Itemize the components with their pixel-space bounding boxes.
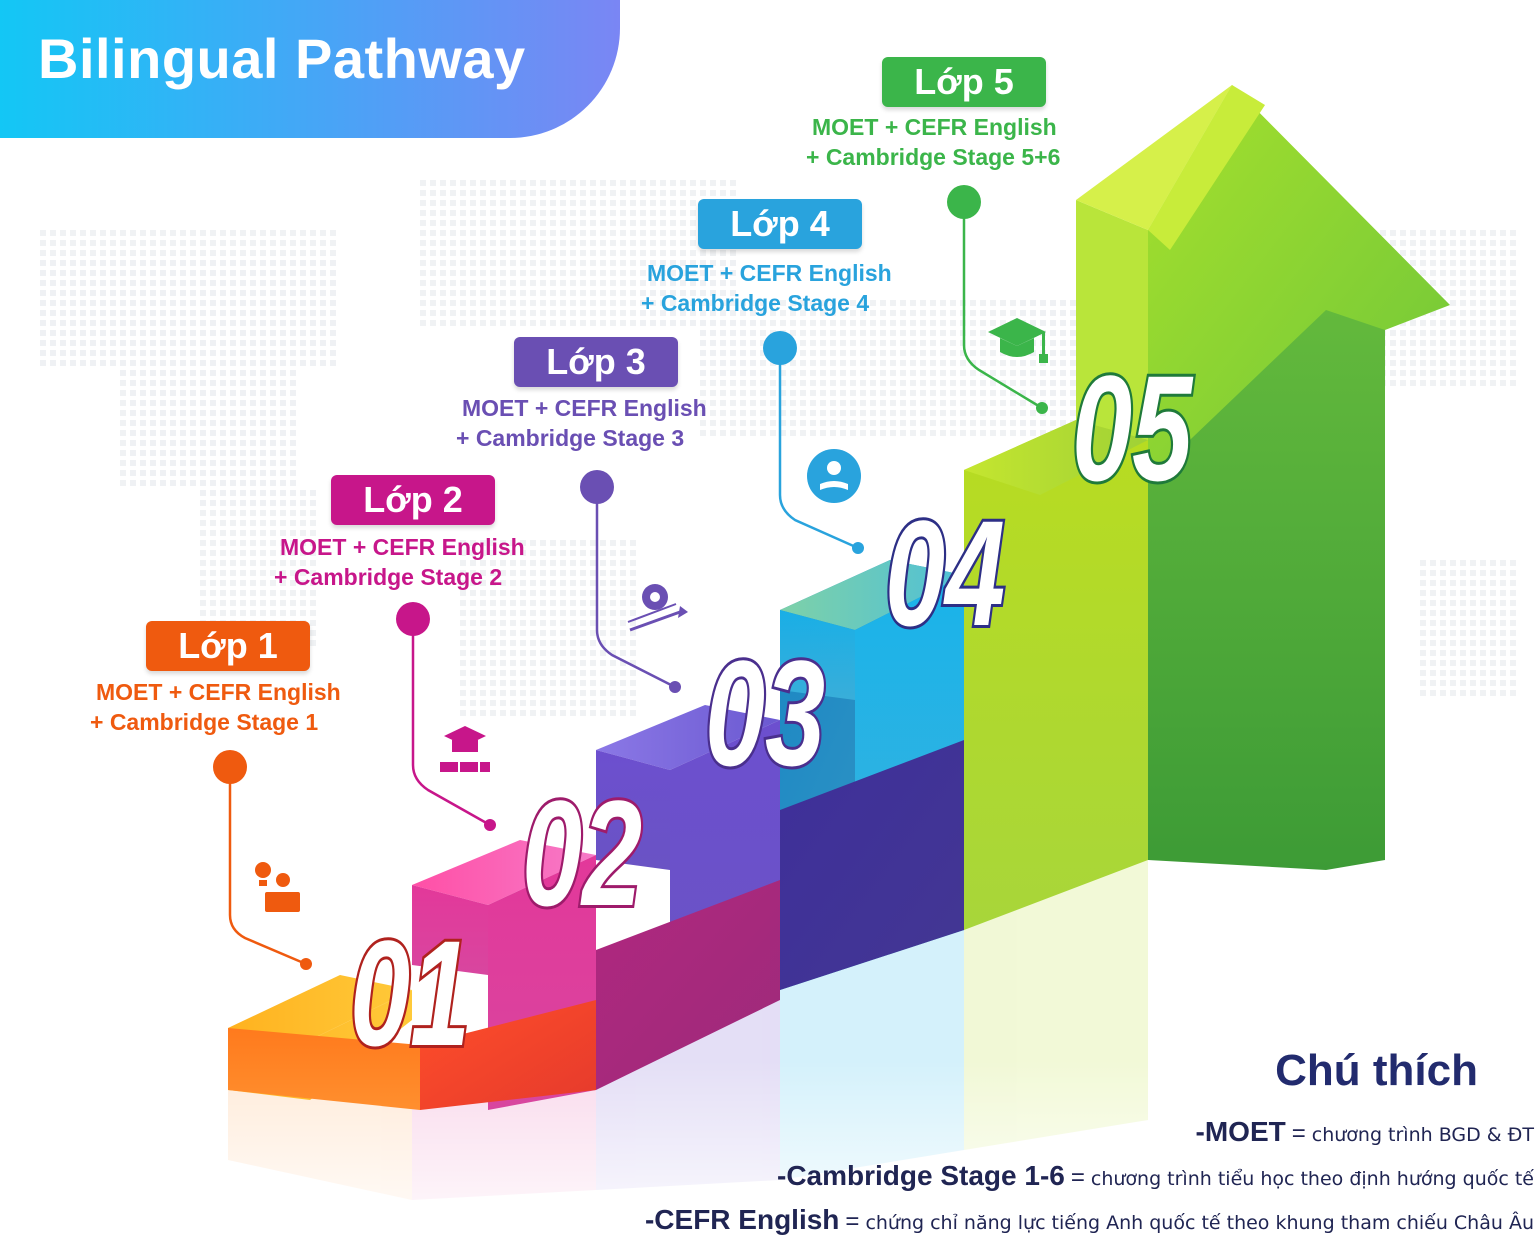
grade-description-4: MOET + CEFR English + Cambridge Stage 4 bbox=[641, 258, 892, 318]
grade-description-2: MOET + CEFR English + Cambridge Stage 2 bbox=[274, 532, 525, 592]
connector-lines bbox=[228, 202, 1043, 966]
legend-value: chứng chỉ năng lực tiếng Anh quốc tế the… bbox=[865, 1212, 1534, 1234]
grade-badge-3: Lớp 3 bbox=[514, 337, 678, 387]
description-line-2: + Cambridge Stage 2 bbox=[274, 564, 503, 590]
description-line-2: + Cambridge Stage 1 bbox=[90, 709, 319, 735]
grade-description-1: MOET + CEFR English + Cambridge Stage 1 bbox=[90, 677, 341, 737]
legend-item-moet: -MOET=chương trình BGD & ĐT bbox=[1195, 1116, 1534, 1147]
grade-badge-2: Lớp 2 bbox=[331, 475, 495, 525]
description-line-1: MOET + CEFR English bbox=[96, 679, 341, 705]
book-idea-icon bbox=[807, 449, 861, 503]
header-banner bbox=[0, 0, 620, 138]
legend-title: Chú thích bbox=[1275, 1046, 1478, 1095]
grade-badge-1: Lớp 1 bbox=[146, 621, 310, 671]
step-number-5: 05 bbox=[1072, 345, 1194, 513]
connector-endpoints bbox=[213, 185, 1048, 970]
legend-key: -Cambridge Stage 1-6 bbox=[777, 1160, 1065, 1191]
step-5-block bbox=[964, 420, 1148, 930]
description-line-2: + Cambridge Stage 4 bbox=[641, 290, 870, 316]
growth-arrow bbox=[1076, 85, 1450, 870]
page-title: Bilingual Pathway bbox=[38, 27, 526, 90]
description-line-1: MOET + CEFR English bbox=[647, 260, 892, 286]
grade-badge-4: Lớp 4 bbox=[698, 199, 862, 249]
description-line-1: MOET + CEFR English bbox=[280, 534, 525, 560]
legend-value: chương trình BGD & ĐT bbox=[1311, 1124, 1534, 1146]
legend-key: -MOET bbox=[1195, 1116, 1286, 1147]
step-number-4: 04 bbox=[885, 490, 1005, 658]
brain-growth-icon bbox=[627, 584, 688, 632]
grade-description-3: MOET + CEFR English + Cambridge Stage 3 bbox=[456, 393, 707, 453]
step-number-3: 03 bbox=[705, 630, 825, 798]
step-numbers: 01 02 03 04 05 bbox=[347, 342, 1196, 1080]
legend-item-cefr: -CEFR English=chứng chỉ năng lực tiếng A… bbox=[644, 1204, 1534, 1235]
grade-badge-5: Lớp 5 bbox=[882, 57, 1046, 107]
student-reading-icon bbox=[255, 862, 300, 912]
grade-description-5: MOET + CEFR English + Cambridge Stage 5+6 bbox=[806, 112, 1060, 172]
legend-key: -CEFR English bbox=[644, 1204, 840, 1235]
legend-item-cambridge: -Cambridge Stage 1-6=chương trình tiểu h… bbox=[777, 1160, 1534, 1191]
legend-value: chương trình tiểu học theo định hướng qu… bbox=[1090, 1168, 1534, 1190]
step-1-block bbox=[228, 975, 596, 1110]
description-line-1: MOET + CEFR English bbox=[812, 114, 1057, 140]
graduation-books-icon bbox=[440, 726, 490, 772]
description-line-2: + Cambridge Stage 3 bbox=[456, 425, 685, 451]
description-line-2: + Cambridge Stage 5+6 bbox=[806, 144, 1061, 170]
step-number-2: 02 bbox=[522, 770, 642, 938]
description-line-1: MOET + CEFR English bbox=[462, 395, 707, 421]
step-number-1: 01 bbox=[350, 910, 470, 1078]
step-2-block bbox=[412, 840, 780, 1110]
graduation-cap-icon bbox=[988, 318, 1048, 363]
